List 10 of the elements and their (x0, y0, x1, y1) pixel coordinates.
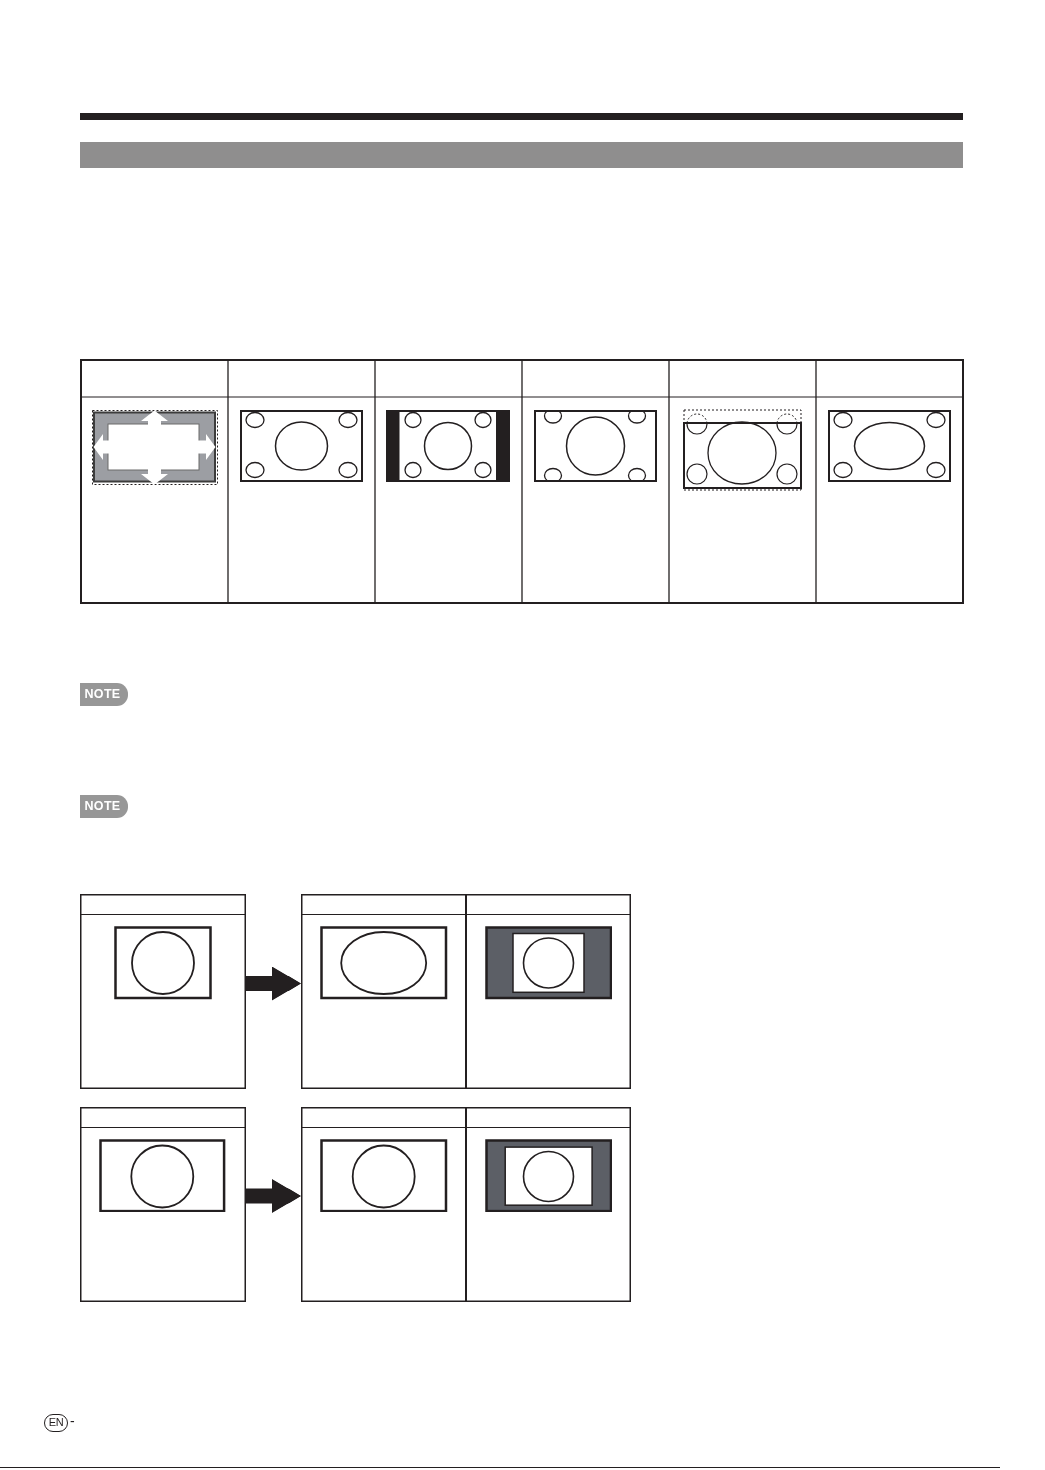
picture-panel (301, 894, 631, 1089)
picture-panel (301, 1107, 631, 1302)
picture-panel (80, 1107, 246, 1302)
block-arrow (246, 966, 301, 1001)
note-badge: NOTE (80, 795, 128, 818)
block-arrow (246, 1179, 301, 1213)
section-heading-band (80, 142, 963, 168)
picture-panel (80, 894, 246, 1089)
page-number-dash: - (70, 1413, 75, 1430)
note-badge: NOTE (80, 683, 128, 706)
